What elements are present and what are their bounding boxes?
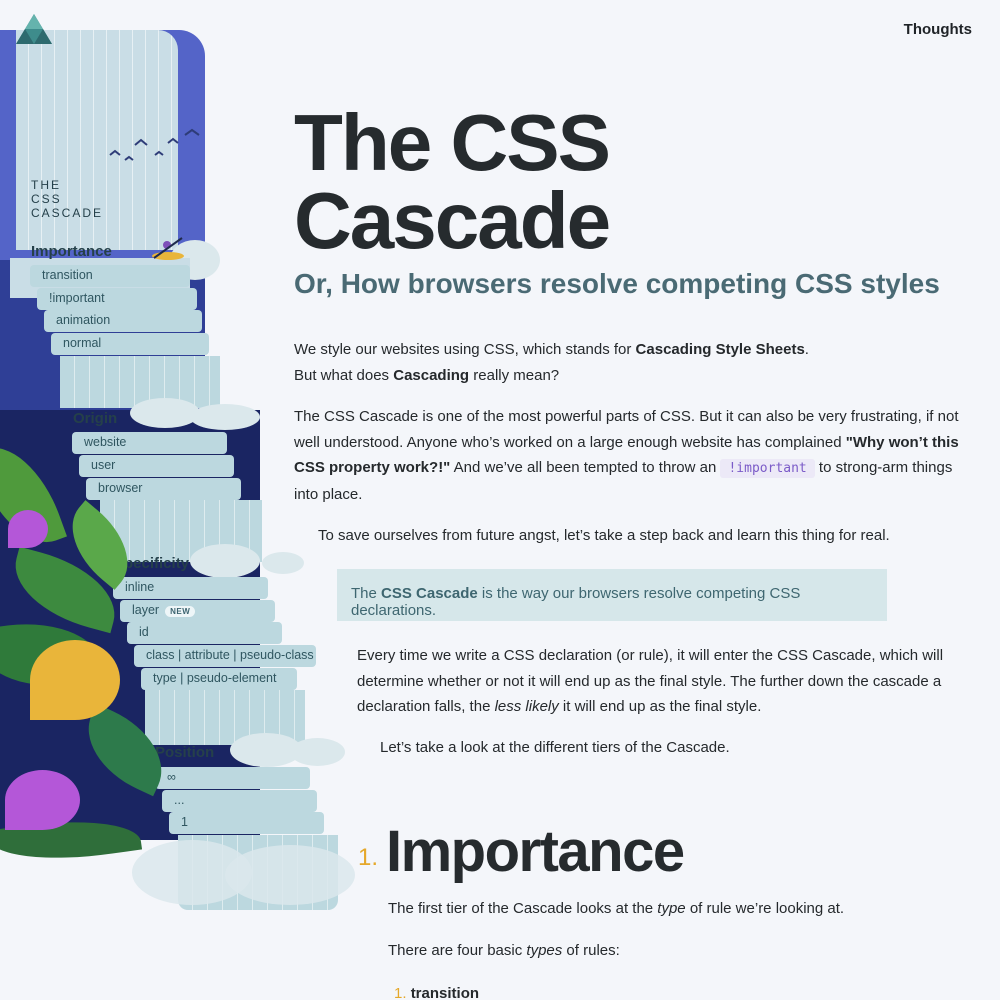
important-code: !important — [720, 459, 815, 478]
list-number: 1. — [394, 985, 407, 1000]
list-item: 1. transition — [394, 985, 480, 1000]
definition-callout: The CSS Cascade is the way our browsers … — [337, 569, 887, 621]
section-number: 1. — [358, 844, 379, 871]
birds-icon — [109, 128, 200, 161]
tier-step: type | pseudo-element — [141, 668, 297, 690]
tier-title-specificity: Specificity — [114, 555, 190, 572]
tier-step: normal — [51, 333, 209, 355]
flower-icon — [30, 640, 120, 720]
tier-step: browser — [86, 478, 241, 500]
tier-step: ... — [162, 790, 317, 812]
intro-paragraph-5: Let’s take a look at the different tiers… — [380, 739, 730, 756]
tier-title-importance: Importance — [31, 243, 112, 260]
tier-step: class | attribute | pseudo-class — [134, 645, 316, 667]
tier-title-origin: Origin — [73, 410, 118, 427]
tier-step: id — [127, 622, 282, 644]
tier-step: inline — [113, 577, 268, 599]
tier-step: user — [79, 455, 234, 477]
section-title-importance: Importance — [386, 819, 685, 884]
site-logo-icon[interactable] — [14, 12, 54, 48]
cascade-illustration: THE CSS CASCADE Importance transition !i… — [0, 0, 355, 1000]
nav-thoughts-link[interactable]: Thoughts — [903, 21, 972, 38]
flower-icon — [8, 510, 48, 548]
tier-step: transition — [30, 265, 190, 287]
intro-paragraph-1: We style our websites using CSS, which s… — [294, 341, 809, 384]
page-subtitle: Or, How browsers resolve competing CSS s… — [294, 268, 940, 299]
tier-title-position: Position — [155, 744, 215, 761]
tier-step: animation — [44, 310, 202, 332]
intro-paragraph-3: To save ourselves from future angst, let… — [318, 527, 890, 544]
illustration-title: THE CSS CASCADE — [31, 178, 104, 220]
section-paragraph-2: There are four basic types of rules: — [388, 942, 620, 959]
tier-step: ∞ — [155, 767, 310, 789]
intro-paragraph-4: Every time we write a CSS declaration (o… — [357, 647, 944, 715]
section-paragraph-1: The first tier of the Cascade looks at t… — [388, 900, 845, 917]
intro-paragraph-2: The CSS Cascade is one of the most power… — [294, 408, 959, 503]
waterfall — [16, 30, 178, 250]
flower-icon — [5, 770, 80, 830]
tier-step: 1 — [169, 812, 324, 834]
kayaker-icon — [152, 237, 184, 260]
page-title: The CSS Cascade — [294, 98, 611, 265]
tier-step: website — [72, 432, 227, 454]
tier-step: !important — [37, 288, 197, 310]
new-badge: NEW — [165, 606, 196, 617]
